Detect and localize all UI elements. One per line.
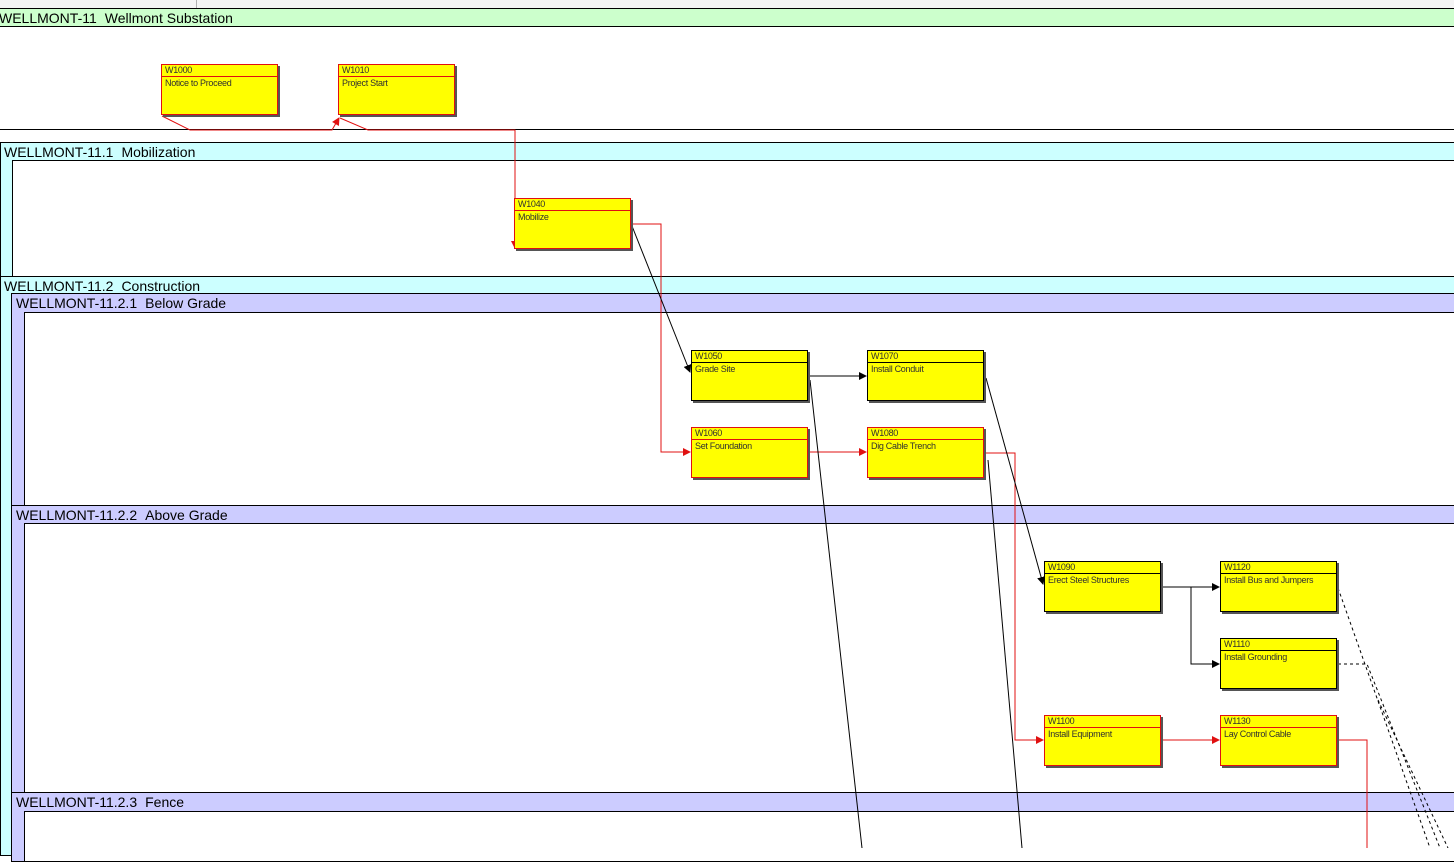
band-label: WELLMONT-11.2 Construction bbox=[4, 278, 200, 294]
band-code: WELLMONT-11.2.2 bbox=[16, 507, 138, 523]
band-code: WELLMONT-11.2.3 bbox=[16, 794, 138, 810]
band-code: WELLMONT-11.2 bbox=[4, 278, 114, 294]
activity-w1130[interactable]: W1130 Lay Control Cable bbox=[1220, 715, 1337, 766]
band-code: WELLMONT-11 bbox=[0, 10, 97, 26]
activity-w1010[interactable]: W1010 Project Start bbox=[338, 64, 455, 115]
activity-id: W1060 bbox=[692, 428, 807, 440]
activity-name: Project Start bbox=[342, 78, 388, 88]
activity-name: Erect Steel Structures bbox=[1048, 575, 1129, 585]
activity-id: W1110 bbox=[1221, 639, 1336, 651]
activity-w1050[interactable]: W1050 Grade Site bbox=[691, 350, 808, 401]
activity-id: W1010 bbox=[339, 65, 454, 77]
band-label: WELLMONT-11 Wellmont Substation bbox=[0, 10, 233, 26]
activity-name: Dig Cable Trench bbox=[871, 441, 936, 451]
activity-name: Install Conduit bbox=[871, 364, 924, 374]
activity-w1000[interactable]: W1000 Notice to Proceed bbox=[161, 64, 278, 115]
activity-w1060[interactable]: W1060 Set Foundation bbox=[691, 427, 808, 478]
activity-w1090[interactable]: W1090 Erect Steel Structures bbox=[1044, 561, 1161, 612]
activity-id: W1080 bbox=[868, 428, 983, 440]
band-name: Mobilization bbox=[121, 144, 196, 160]
activity-w1120[interactable]: W1120 Install Bus and Jumpers bbox=[1220, 561, 1337, 612]
activity-w1110[interactable]: W1110 Install Grounding bbox=[1220, 638, 1337, 689]
band-name: Wellmont Substation bbox=[104, 10, 233, 26]
activity-id: W1130 bbox=[1221, 716, 1336, 728]
activity-id: W1100 bbox=[1045, 716, 1160, 728]
activity-name: Notice to Proceed bbox=[165, 78, 232, 88]
activity-w1100[interactable]: W1100 Install Equipment bbox=[1044, 715, 1161, 766]
band-label: WELLMONT-11.2.1 Below Grade bbox=[16, 295, 226, 311]
band-wellmont-11-1[interactable]: WELLMONT-11.1 Mobilization bbox=[0, 142, 1454, 277]
activity-id: W1090 bbox=[1045, 562, 1160, 574]
activity-name: Install Equipment bbox=[1048, 729, 1112, 739]
band-label: WELLMONT-11.1 Mobilization bbox=[4, 144, 195, 160]
band-code: WELLMONT-11.1 bbox=[4, 144, 114, 160]
activity-w1080[interactable]: W1080 Dig Cable Trench bbox=[867, 427, 984, 478]
band-name: Construction bbox=[121, 278, 201, 294]
activity-name: Lay Control Cable bbox=[1224, 729, 1291, 739]
activity-id: W1120 bbox=[1221, 562, 1336, 574]
activity-name: Install Bus and Jumpers bbox=[1224, 575, 1314, 585]
band-label: WELLMONT-11.2.2 Above Grade bbox=[16, 507, 228, 523]
activity-id: W1000 bbox=[162, 65, 277, 77]
activity-w1070[interactable]: W1070 Install Conduit bbox=[867, 350, 984, 401]
activity-id: W1040 bbox=[515, 199, 630, 211]
band-name: Below Grade bbox=[145, 295, 227, 311]
band-code: WELLMONT-11.2.1 bbox=[16, 295, 138, 311]
activity-name: Install Grounding bbox=[1224, 652, 1287, 662]
activity-id: W1050 bbox=[692, 351, 807, 363]
activity-w1040[interactable]: W1040 Mobilize bbox=[514, 198, 631, 249]
activity-name: Set Foundation bbox=[695, 441, 752, 451]
activity-id: W1070 bbox=[868, 351, 983, 363]
column-divider bbox=[196, 0, 197, 8]
band-name: Fence bbox=[145, 794, 185, 810]
activity-name: Grade Site bbox=[695, 364, 736, 374]
band-name: Above Grade bbox=[145, 507, 228, 523]
activity-name: Mobilize bbox=[518, 212, 549, 222]
band-wellmont-11-2-3[interactable]: WELLMONT-11.2.3 Fence bbox=[11, 792, 1454, 862]
band-label: WELLMONT-11.2.3 Fence bbox=[16, 794, 184, 810]
